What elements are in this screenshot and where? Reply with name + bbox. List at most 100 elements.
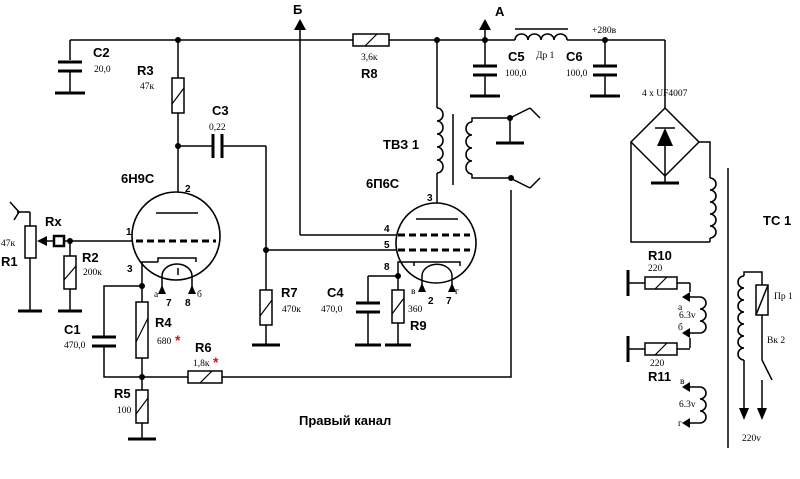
- c1-value: 470,0: [64, 341, 86, 351]
- r5-label: R5: [114, 386, 131, 401]
- pr1-label: Пр 1: [774, 292, 793, 302]
- heater-b-label: б: [678, 322, 683, 333]
- transformer-ht-winding: [709, 177, 717, 239]
- fuse-slash: [755, 284, 769, 316]
- r8-value: 3,6к: [361, 53, 378, 63]
- junction-dot: [508, 175, 514, 181]
- heater-g-arrow: [682, 418, 690, 428]
- r5-slash: [135, 397, 149, 415]
- mains-arrow-right: [757, 408, 767, 420]
- heater-a-arrow: [682, 292, 690, 302]
- channel-title: Правый канал: [299, 413, 391, 428]
- speaker-lead-bottom: [471, 174, 531, 189]
- input-jack: [9, 201, 31, 226]
- r1-label: R1: [1, 254, 18, 269]
- r4-mark: *: [175, 332, 181, 348]
- r6-value: 1,8к: [193, 359, 210, 369]
- c5-value: 100,0: [505, 69, 527, 79]
- v2-heater-arrow-g: [448, 283, 456, 292]
- capacitor-c5: [470, 40, 500, 98]
- heater-winding-1: [699, 296, 707, 334]
- v1-pin2: 2: [185, 184, 191, 195]
- primary-top-lead: [743, 271, 763, 285]
- rx-label: Rx: [45, 214, 62, 229]
- v1-pin3: 3: [127, 264, 133, 275]
- r3-value: 47к: [140, 82, 155, 92]
- rail-b-label: Б: [293, 2, 302, 17]
- r4-slash: [135, 317, 149, 343]
- c5-label: C5: [508, 49, 525, 64]
- v2-pin2: 2: [428, 296, 434, 307]
- r1-wiper: [37, 236, 47, 246]
- v1-heater-arrow-a: [158, 285, 166, 294]
- v1-pin1: 1: [126, 227, 132, 238]
- c1-label: C1: [64, 322, 81, 337]
- v2-pin7: 7: [446, 296, 452, 307]
- r4-label: R4: [155, 315, 172, 330]
- v2-pin8: 8: [384, 262, 390, 273]
- v2-heater-g: г: [455, 287, 459, 297]
- resistor-r1: [24, 225, 37, 259]
- feedback-wire: [222, 190, 512, 378]
- choke-dr1: [514, 33, 568, 41]
- v1-heater-arrow-b: [188, 285, 196, 294]
- r7-slash: [259, 299, 273, 317]
- output-primary-coil: [436, 107, 444, 174]
- junction-dot: [507, 115, 513, 121]
- c6-label: C6: [566, 49, 583, 64]
- c3-value: 0,22: [209, 123, 226, 133]
- r8-slash: [364, 33, 378, 47]
- bridge-rectifier: [629, 106, 711, 243]
- tube-6p6s: [395, 202, 477, 288]
- mains-arrow-left: [739, 408, 749, 420]
- r6-mark: *: [213, 354, 219, 370]
- vk2-label: Вк 2: [767, 336, 785, 346]
- v2-pin3: 3: [427, 193, 433, 204]
- v1-heater-b: б: [197, 289, 202, 300]
- r2-label: R2: [82, 250, 99, 265]
- switch-vk2: [761, 359, 773, 381]
- v2-pin5: 5: [384, 240, 390, 251]
- heater-voltage-2: 6.3v: [679, 400, 696, 410]
- c2-value: 20,0: [94, 65, 111, 75]
- c1-branch-top: [103, 285, 142, 336]
- speaker-lead-top: [471, 107, 531, 122]
- heater-voltage-1: 6.3v: [679, 311, 696, 321]
- output-secondary-coil: [465, 121, 473, 175]
- v1-heater-a: а: [154, 290, 159, 300]
- transformer-primary-coil: [737, 275, 745, 361]
- r10b-slash: [654, 342, 668, 356]
- speaker-terminals: [529, 107, 541, 189]
- r9-slash: [391, 297, 405, 315]
- heater-a-label: а: [678, 303, 683, 313]
- c2-label: C2: [93, 45, 110, 60]
- r4-value: 680: [157, 337, 172, 347]
- heater-winding-2: [699, 386, 707, 424]
- r3-slash: [171, 87, 185, 105]
- heater-v-arrow: [682, 382, 690, 392]
- r7-label: R7: [281, 285, 298, 300]
- heater-v-label: в: [680, 377, 685, 387]
- r10-value: 220: [648, 264, 663, 274]
- rail-a-label: А: [495, 4, 505, 19]
- tv3-label: ТВЗ 1: [383, 137, 419, 152]
- r10b-value: 220: [650, 359, 665, 369]
- r9-value: 360: [408, 305, 423, 315]
- v2-label: 6П6С: [366, 176, 400, 191]
- c4-value: 470,0: [321, 305, 343, 315]
- dr1-label: Др 1: [536, 51, 555, 61]
- cathode2-branch: [368, 275, 399, 290]
- capacitor-c2: [55, 60, 85, 95]
- v2-heater-arrow-v: [418, 283, 426, 292]
- c3-label: C3: [212, 103, 229, 118]
- v1-label: 6Н9С: [121, 171, 155, 186]
- r8-label: R8: [361, 66, 378, 81]
- c4-label: C4: [327, 285, 344, 300]
- bridge-label: 4 x UF4007: [642, 89, 688, 99]
- r10a-slash: [654, 276, 668, 290]
- tube-6n9s: [131, 191, 221, 290]
- rail-b-arrow: [294, 19, 306, 235]
- v2-heater-v: в: [411, 287, 416, 297]
